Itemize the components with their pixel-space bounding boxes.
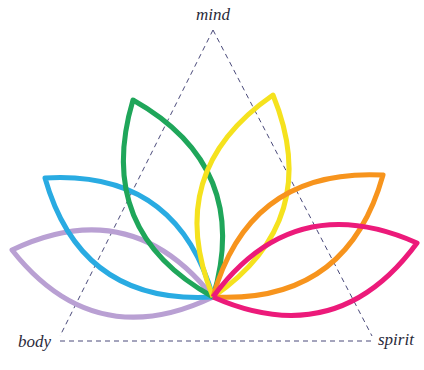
orange-petal (213, 175, 383, 298)
yellow-petal (197, 95, 289, 297)
vertex-label: body (18, 332, 51, 352)
triangle-base (60, 341, 372, 342)
vertex-label: spirit (378, 330, 414, 350)
lotus-petals (12, 95, 417, 317)
green-petal (123, 100, 222, 297)
vertex-label: mind (196, 5, 230, 25)
triangle-side (213, 30, 372, 336)
pink-petal (213, 225, 417, 316)
